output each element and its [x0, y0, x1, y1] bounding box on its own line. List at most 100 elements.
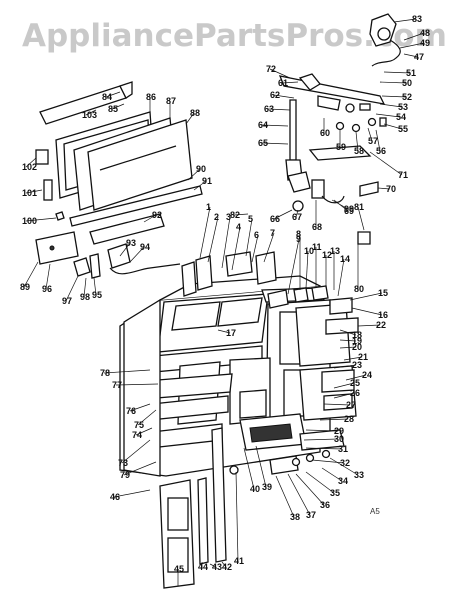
- callout-28: 28: [344, 414, 354, 424]
- callout-36: 36: [320, 500, 330, 510]
- callout-2: 2: [214, 212, 219, 222]
- leader-line-61: [281, 81, 299, 84]
- callout-92: 92: [152, 210, 162, 220]
- callout-17: 17: [226, 328, 236, 338]
- leader-line-71: [369, 151, 403, 176]
- callout-88: 88: [190, 108, 200, 118]
- leader-line-67: [295, 209, 299, 218]
- callout-39: 39: [262, 482, 272, 492]
- leader-line-55: [383, 123, 403, 130]
- leader-line-1: [199, 206, 211, 259]
- callout-95: 95: [92, 290, 102, 300]
- callout-100: 100: [22, 216, 37, 226]
- leader-line-70: [377, 187, 391, 190]
- thermostat-knob-part: [377, 27, 391, 41]
- callout-72: 72: [266, 64, 276, 74]
- top-bracket-part-16: [329, 297, 353, 315]
- callout-6: 6: [254, 230, 259, 240]
- latch-bracket-part: [89, 253, 101, 279]
- callout-63: 63: [264, 104, 274, 114]
- callout-49: 49: [420, 38, 430, 48]
- callout-55: 55: [398, 124, 408, 134]
- leader-line-72: [269, 68, 291, 79]
- callout-97: 97: [62, 296, 72, 306]
- leader-line-103: [85, 109, 97, 116]
- leader-line-77: [115, 383, 159, 386]
- flue-duct-part: [239, 389, 267, 419]
- burner-cap-part: [267, 289, 289, 309]
- leader-line-34: [321, 467, 343, 482]
- burner-valve-part: [317, 95, 341, 111]
- callout-20: 20: [352, 342, 362, 352]
- leader-line-96: [45, 263, 51, 290]
- leader-line-2: [207, 216, 219, 263]
- orifice-part: [292, 200, 304, 212]
- leader-line-99: [331, 199, 349, 210]
- callout-99: 99: [344, 204, 354, 214]
- callout-70: 70: [386, 184, 396, 194]
- bracket-part-81: [357, 231, 371, 245]
- leader-line-69: [333, 199, 349, 212]
- leader-line-82: [233, 213, 249, 216]
- door-hinge-arm-part: [197, 477, 209, 565]
- callout-11: 11: [312, 242, 322, 252]
- leader-line-79: [123, 461, 157, 476]
- leader-line-56: [375, 129, 381, 152]
- callout-18: 18: [352, 330, 362, 340]
- callout-82: 82: [230, 210, 240, 220]
- leader-line-23: [333, 364, 357, 369]
- side-bracket-part: [325, 317, 359, 335]
- leader-line-101: [25, 189, 43, 194]
- leader-line-29: [305, 429, 339, 432]
- callout-22: 22: [376, 320, 386, 330]
- callout-91: 91: [202, 176, 212, 186]
- leader-line-83: [393, 18, 417, 23]
- callout-69: 69: [344, 206, 354, 216]
- leader-line-62: [273, 94, 295, 99]
- callout-13: 13: [330, 246, 340, 256]
- callout-68: 68: [312, 222, 322, 232]
- leader-line-5: [245, 218, 253, 257]
- leader-line-84: [105, 91, 121, 98]
- callout-52: 52: [402, 92, 412, 102]
- trim-end-part: [119, 81, 133, 99]
- leader-line-19: [339, 339, 357, 342]
- callout-89: 89: [20, 282, 30, 292]
- callout-79: 79: [120, 470, 130, 480]
- oven-door-and-trim: [123, 298, 331, 589]
- callout-45: 45: [174, 564, 184, 574]
- callout-40: 40: [250, 484, 260, 494]
- callout-26: 26: [350, 388, 360, 398]
- leader-line-52: [381, 95, 407, 98]
- rack-slide-part: [323, 393, 353, 411]
- leader-line-42: [221, 561, 227, 568]
- leader-line-4: [231, 226, 241, 271]
- connector-wire-part: [321, 195, 345, 204]
- callout-65: 65: [258, 138, 268, 148]
- bottom-trim-part: [269, 455, 299, 475]
- leader-line-14: [337, 258, 345, 297]
- leader-line-49: [399, 42, 425, 49]
- leader-line-7: [263, 232, 275, 263]
- leader-lines: [23, 18, 425, 586]
- burner-grate-part: [171, 301, 221, 331]
- leader-line-30: [303, 438, 339, 441]
- callout-102: 102: [22, 162, 37, 172]
- door-seal-strip-part: [69, 185, 203, 227]
- door-vent-part: [35, 231, 79, 265]
- leader-line-47: [403, 53, 419, 58]
- callout-1: 1: [206, 202, 211, 212]
- leader-line-3: [221, 216, 231, 269]
- callout-48: 48: [420, 28, 430, 38]
- burner-grate-part-2: [217, 297, 263, 327]
- leader-line-95: [93, 277, 97, 296]
- valve-body-part: [298, 73, 321, 91]
- callout-84: 84: [102, 92, 112, 102]
- leader-line-91: [193, 180, 207, 191]
- callout-35: 35: [330, 488, 340, 498]
- callout-75: 75: [134, 420, 144, 430]
- callout-77: 77: [112, 380, 122, 390]
- switch-wire-part: [109, 263, 181, 275]
- leader-line-21: [343, 356, 363, 361]
- callout-76: 76: [126, 406, 136, 416]
